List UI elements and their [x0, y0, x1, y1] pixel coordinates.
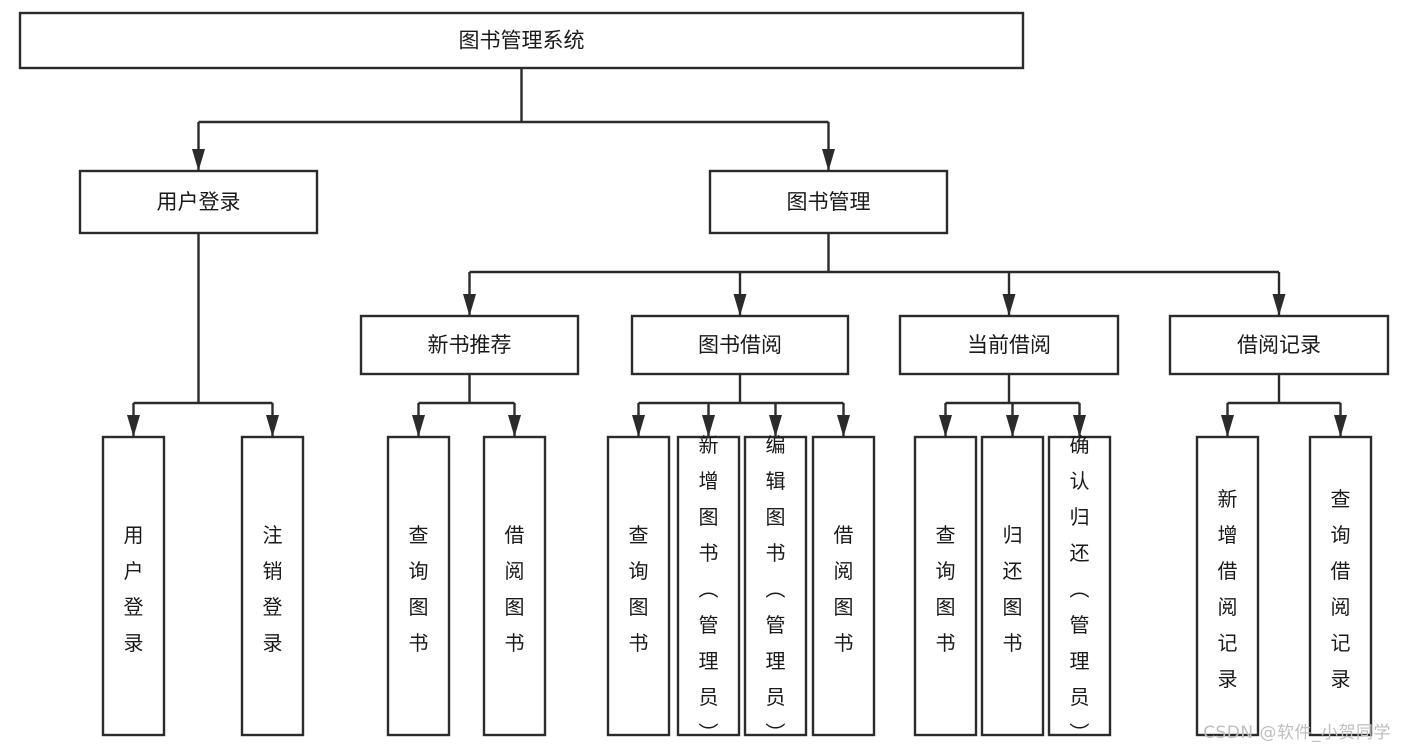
- node-label: 确认归还︵管理员︶: [1070, 433, 1090, 745]
- node-box[interactable]: [386, 435, 451, 737]
- node-box[interactable]: [743, 435, 808, 737]
- node-leaf-borrow-book-rec[interactable]: 借阅图书: [482, 435, 547, 737]
- arrow-head-icon: [702, 415, 715, 437]
- node-book-manage[interactable]: 图书管理: [708, 169, 949, 235]
- node-label: 新增借阅记录: [1218, 487, 1238, 691]
- arrow-head-icon: [939, 415, 952, 437]
- node-leaf-query-book-bor[interactable]: 查询图书: [606, 435, 671, 737]
- edge-group-root: [192, 68, 835, 171]
- arrow-head-icon: [1002, 294, 1016, 316]
- arrow-head-icon: [733, 294, 747, 316]
- arrow-head-icon: [1073, 415, 1086, 437]
- node-leaf-query-book-rec[interactable]: 查询图书: [386, 435, 451, 737]
- node-box[interactable]: [1047, 435, 1112, 737]
- node-label: 当前借阅: [967, 333, 1051, 357]
- node-leaf-confirm-return[interactable]: 确认归还︵管理员︶: [1047, 433, 1112, 745]
- node-box[interactable]: [913, 435, 978, 737]
- node-leaf-query-record[interactable]: 查询借阅记录: [1308, 435, 1373, 737]
- arrow-head-icon: [769, 415, 782, 437]
- node-user-login[interactable]: 用户登录: [78, 169, 319, 235]
- arrow-head-icon: [1272, 294, 1286, 316]
- node-box[interactable]: [240, 435, 305, 737]
- node-label: 用户登录: [157, 190, 241, 214]
- node-label: 查询借阅记录: [1331, 487, 1351, 691]
- arrow-head-icon: [127, 415, 140, 437]
- node-leaf-edit-book[interactable]: 编辑图书︵管理员︶: [743, 433, 808, 745]
- node-label: 查询图书: [409, 523, 429, 655]
- node-label: 编辑图书︵管理员︶: [766, 433, 786, 745]
- node-box[interactable]: [101, 435, 166, 737]
- node-label: 借阅记录: [1237, 333, 1321, 357]
- node-box[interactable]: [708, 169, 949, 235]
- arrow-head-icon: [1006, 415, 1019, 437]
- node-root[interactable]: 图书管理系统: [18, 11, 1025, 70]
- arrow-head-icon: [837, 415, 850, 437]
- edge-group-borrow-record: [1221, 374, 1347, 437]
- node-book-borrow[interactable]: 图书借阅: [630, 314, 850, 376]
- node-leaf-add-book[interactable]: 新增图书︵管理员︶: [676, 433, 741, 745]
- node-box[interactable]: [606, 435, 671, 737]
- node-borrow-record[interactable]: 借阅记录: [1168, 314, 1390, 376]
- arrow-head-icon: [266, 415, 279, 437]
- arrow-head-icon: [192, 149, 205, 171]
- arrow-head-icon: [508, 415, 521, 437]
- nodes-layer: 图书管理系统用户登录图书管理新书推荐图书借阅当前借阅借阅记录用户登录注销登录查询…: [18, 11, 1390, 745]
- node-box[interactable]: [78, 169, 319, 235]
- arrow-head-icon: [463, 294, 476, 316]
- node-label: 图书借阅: [698, 333, 782, 357]
- node-leaf-return-book[interactable]: 归还图书: [980, 435, 1045, 737]
- node-current-borrow[interactable]: 当前借阅: [898, 314, 1120, 376]
- node-label: 新书推荐: [428, 333, 512, 357]
- node-box[interactable]: [482, 435, 547, 737]
- arrow-head-icon: [1334, 415, 1347, 437]
- node-label: 注销登录: [263, 523, 283, 655]
- node-leaf-query-book-cur[interactable]: 查询图书: [913, 435, 978, 737]
- node-box[interactable]: [980, 435, 1045, 737]
- node-box[interactable]: [811, 435, 876, 737]
- edge-group-book-manage: [463, 233, 1286, 316]
- node-box[interactable]: [1168, 314, 1390, 376]
- node-leaf-logout[interactable]: 注销登录: [240, 435, 305, 737]
- node-label: 借阅图书: [834, 523, 854, 655]
- node-box[interactable]: [898, 314, 1120, 376]
- node-leaf-user-login[interactable]: 用户登录: [101, 435, 166, 737]
- arrow-head-icon: [822, 149, 835, 171]
- node-label: 查询图书: [629, 523, 649, 655]
- edge-group-current-borrow: [939, 374, 1086, 437]
- node-box[interactable]: [359, 314, 580, 376]
- node-leaf-add-record[interactable]: 新增借阅记录: [1195, 435, 1260, 737]
- node-new-book-recommend[interactable]: 新书推荐: [359, 314, 580, 376]
- node-box[interactable]: [676, 435, 741, 737]
- node-label: 用户登录: [124, 523, 144, 655]
- node-label: 图书管理系统: [459, 29, 585, 53]
- node-label: 归还图书: [1003, 523, 1023, 655]
- arrow-head-icon: [632, 415, 645, 437]
- node-box[interactable]: [1195, 435, 1260, 737]
- node-box[interactable]: [630, 314, 850, 376]
- node-label: 图书管理: [787, 190, 871, 214]
- node-label: 查询图书: [936, 523, 956, 655]
- node-box[interactable]: [18, 11, 1025, 70]
- edges-layer: [127, 68, 1347, 437]
- node-label: 借阅图书: [505, 523, 525, 655]
- edge-group-user-login: [127, 233, 279, 437]
- node-label: 新增图书︵管理员︶: [699, 433, 719, 745]
- arrow-head-icon: [412, 415, 425, 437]
- node-box[interactable]: [1308, 435, 1373, 737]
- node-leaf-borrow-book-bor[interactable]: 借阅图书: [811, 435, 876, 737]
- edge-group-book-borrow: [632, 374, 850, 437]
- edge-group-new-book-recommend: [412, 374, 521, 437]
- watermark-label: CSDN @软件_小贺同学: [1203, 723, 1391, 743]
- arrow-head-icon: [1221, 415, 1234, 437]
